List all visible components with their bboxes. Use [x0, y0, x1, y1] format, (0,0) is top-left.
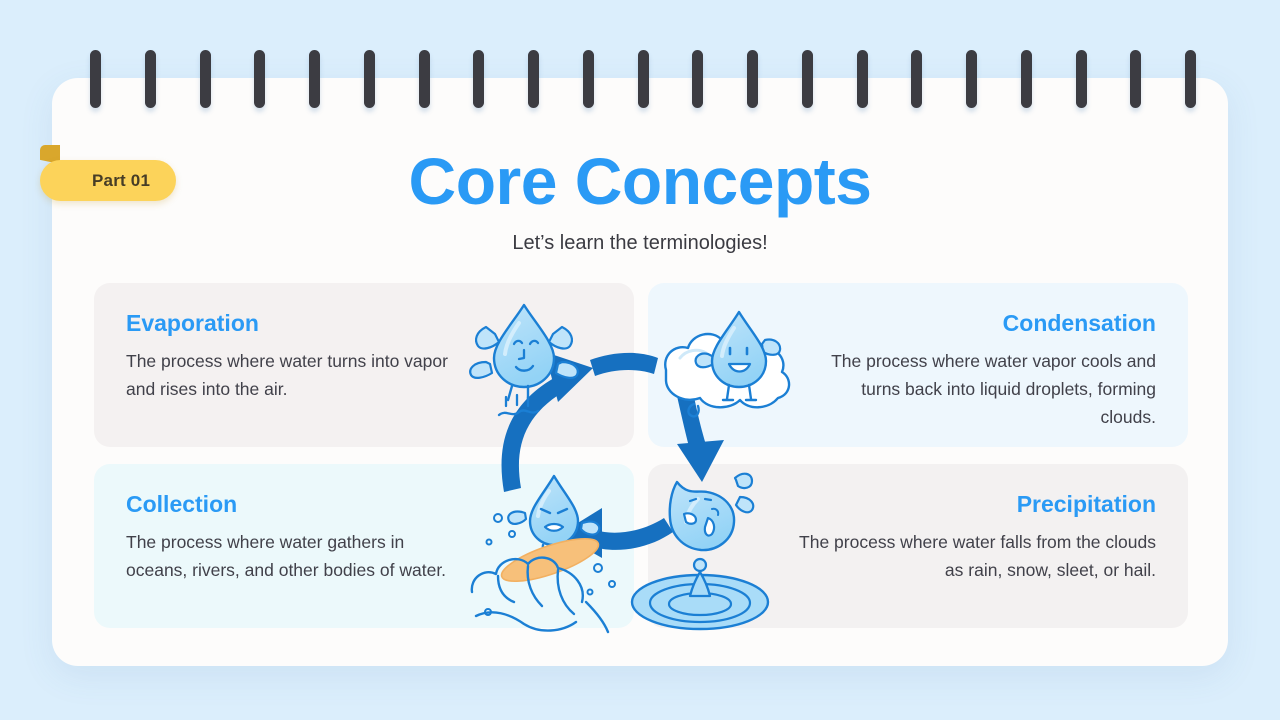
card-title: Evaporation: [126, 310, 259, 336]
card-title: Condensation: [1002, 310, 1156, 336]
card-title: Collection: [126, 491, 238, 517]
concept-card-condensation[interactable]: Condensation The process where water vap…: [648, 283, 1188, 447]
part-ribbon-label: Part 01: [92, 170, 151, 190]
concept-card-precipitation[interactable]: Precipitation The process where water fa…: [648, 464, 1188, 628]
card-description: The process where water vapor cools and …: [831, 351, 1156, 427]
part-ribbon: Part 01: [40, 160, 177, 201]
page-title: Core Concepts: [408, 144, 872, 218]
card-description: The process where water turns into vapor…: [126, 351, 448, 399]
card-description: The process where water falls from the c…: [799, 532, 1156, 580]
ribbon-fold-icon: [40, 145, 60, 164]
concept-card-evaporation[interactable]: Evaporation The process where water turn…: [94, 283, 634, 447]
page-subtitle: Let’s learn the terminologies!: [512, 232, 768, 254]
card-description: The process where water gathers in ocean…: [126, 532, 447, 580]
card-title: Precipitation: [1016, 491, 1156, 517]
concept-card-collection[interactable]: Collection The process where water gathe…: [94, 464, 634, 628]
